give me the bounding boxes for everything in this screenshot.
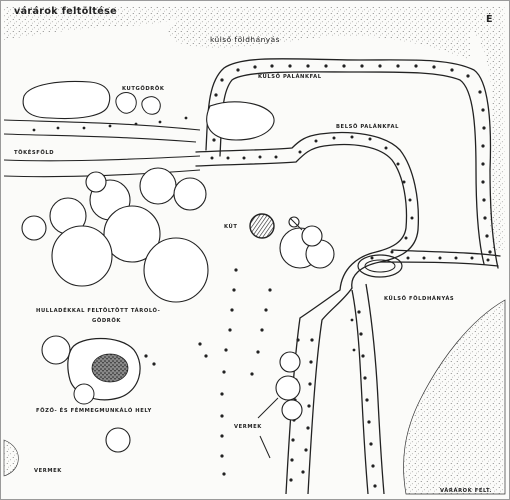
north-marker: É bbox=[486, 13, 493, 25]
label-outer-palisade: KÜLSŐ PALÁNKFAL bbox=[258, 73, 322, 80]
western-ditch bbox=[3, 119, 201, 178]
southern-trench-posts bbox=[289, 310, 377, 488]
label-outer-earthwork-top: külső földhányás bbox=[210, 35, 280, 44]
waste-pits bbox=[41, 335, 141, 405]
outer-earthwork-bottom-right bbox=[403, 299, 506, 495]
label-tokesfold: TÖKÉSFÖLD bbox=[14, 148, 54, 156]
label-inner-palisade: BELSŐ PALÁNKFAL bbox=[336, 123, 399, 130]
inner-palisade bbox=[195, 131, 501, 291]
inner-palisade-posts bbox=[210, 135, 490, 262]
map-title: várárok feltöltése bbox=[14, 6, 117, 17]
vermek-pointers bbox=[257, 217, 303, 459]
speckled-area-top-left bbox=[4, 6, 200, 40]
junction-oval bbox=[357, 254, 403, 278]
small-pits-south bbox=[105, 351, 303, 453]
well bbox=[249, 213, 335, 269]
label-moat-fill: VÁRÁROK FELT. bbox=[440, 487, 492, 494]
outer-earthwork-band-right bbox=[470, 6, 505, 250]
label-waste-pits-line1: HULLADÉKKAL FELTÖLTÖTT TÁROLÓ- bbox=[36, 306, 160, 314]
speckled-area-bottom-left bbox=[3, 439, 19, 477]
well-pits-outline bbox=[22, 81, 111, 119]
southern-trench bbox=[285, 283, 385, 495]
label-vermek-center: VERMEK bbox=[234, 424, 262, 430]
outer-palisade bbox=[205, 58, 499, 269]
label-well-pits: KUTGÖDRÖK bbox=[122, 85, 165, 92]
label-outer-earthwork-right: KÜLSŐ FÖLDHÁNYÁS bbox=[384, 295, 454, 302]
storage-pits bbox=[21, 167, 209, 303]
label-vermek-left: VERMEK bbox=[34, 468, 62, 474]
label-waste-pits-line2: GÖDRÖK bbox=[92, 317, 121, 324]
outer-earthwork-band-top bbox=[168, 6, 470, 60]
label-cooking-metalwork: FŐZŐ- ÉS FÉMMEGMUNKÁLÓ HELY bbox=[36, 406, 152, 414]
post-holes-center bbox=[144, 268, 272, 476]
label-well: KÚT bbox=[224, 223, 237, 230]
